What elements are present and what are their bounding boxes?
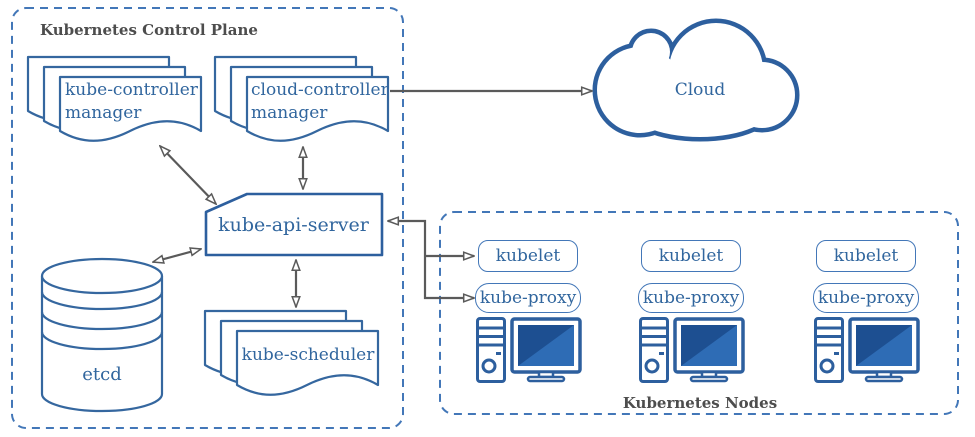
cloud-label: Cloud bbox=[674, 80, 726, 100]
node-3-kube-proxy-label: kube-proxy bbox=[817, 288, 915, 308]
node-1-kubelet-label: kubelet bbox=[495, 246, 561, 266]
cloud-controller-manager-label-line2: manager bbox=[251, 103, 328, 123]
kube-api-server-shape bbox=[204, 192, 384, 257]
node-1-kubelet: kubelet bbox=[478, 240, 578, 272]
node-1-kube-proxy: kube-proxy bbox=[475, 283, 581, 313]
node-3-kube-proxy: kube-proxy bbox=[813, 283, 919, 313]
cloud-shape bbox=[592, 18, 800, 142]
node-3-kubelet-label: kubelet bbox=[833, 246, 899, 266]
node-2-kubelet: kubelet bbox=[641, 240, 741, 272]
kube-api-server-label: kube-api-server bbox=[218, 214, 369, 236]
cloud-controller-manager-label: cloud-controller manager bbox=[251, 79, 389, 125]
arrow-api-server-kube-proxy bbox=[388, 221, 474, 298]
cloud-controller-manager-label-line1: cloud-controller bbox=[251, 80, 389, 100]
nodes-boundary bbox=[439, 211, 959, 415]
node-3-kubelet: kubelet bbox=[816, 240, 916, 272]
node-1-kube-proxy-label: kube-proxy bbox=[479, 288, 577, 308]
etcd-label: etcd bbox=[82, 364, 122, 385]
node-2-kube-proxy: kube-proxy bbox=[638, 283, 744, 313]
kube-controller-manager-label-line1: kube-controller bbox=[65, 80, 198, 100]
node-1-computer-icon bbox=[475, 316, 582, 384]
arrow-kube-controller-manager-api-server bbox=[160, 146, 216, 204]
arrow-etcd-api-server bbox=[153, 249, 201, 262]
node-2-kubelet-label: kubelet bbox=[658, 246, 724, 266]
node-2-kube-proxy-label: kube-proxy bbox=[642, 288, 740, 308]
control-plane-title: Kubernetes Control Plane bbox=[40, 21, 258, 39]
kube-controller-manager-label: kube-controller manager bbox=[65, 79, 198, 125]
node-2-computer-icon bbox=[638, 316, 745, 384]
etcd-shape bbox=[40, 257, 164, 413]
kube-controller-manager-label-line2: manager bbox=[65, 103, 142, 123]
kube-scheduler-label: kube-scheduler bbox=[241, 345, 375, 365]
node-3-computer-icon bbox=[813, 316, 920, 384]
nodes-group-title: Kubernetes Nodes bbox=[622, 394, 778, 412]
